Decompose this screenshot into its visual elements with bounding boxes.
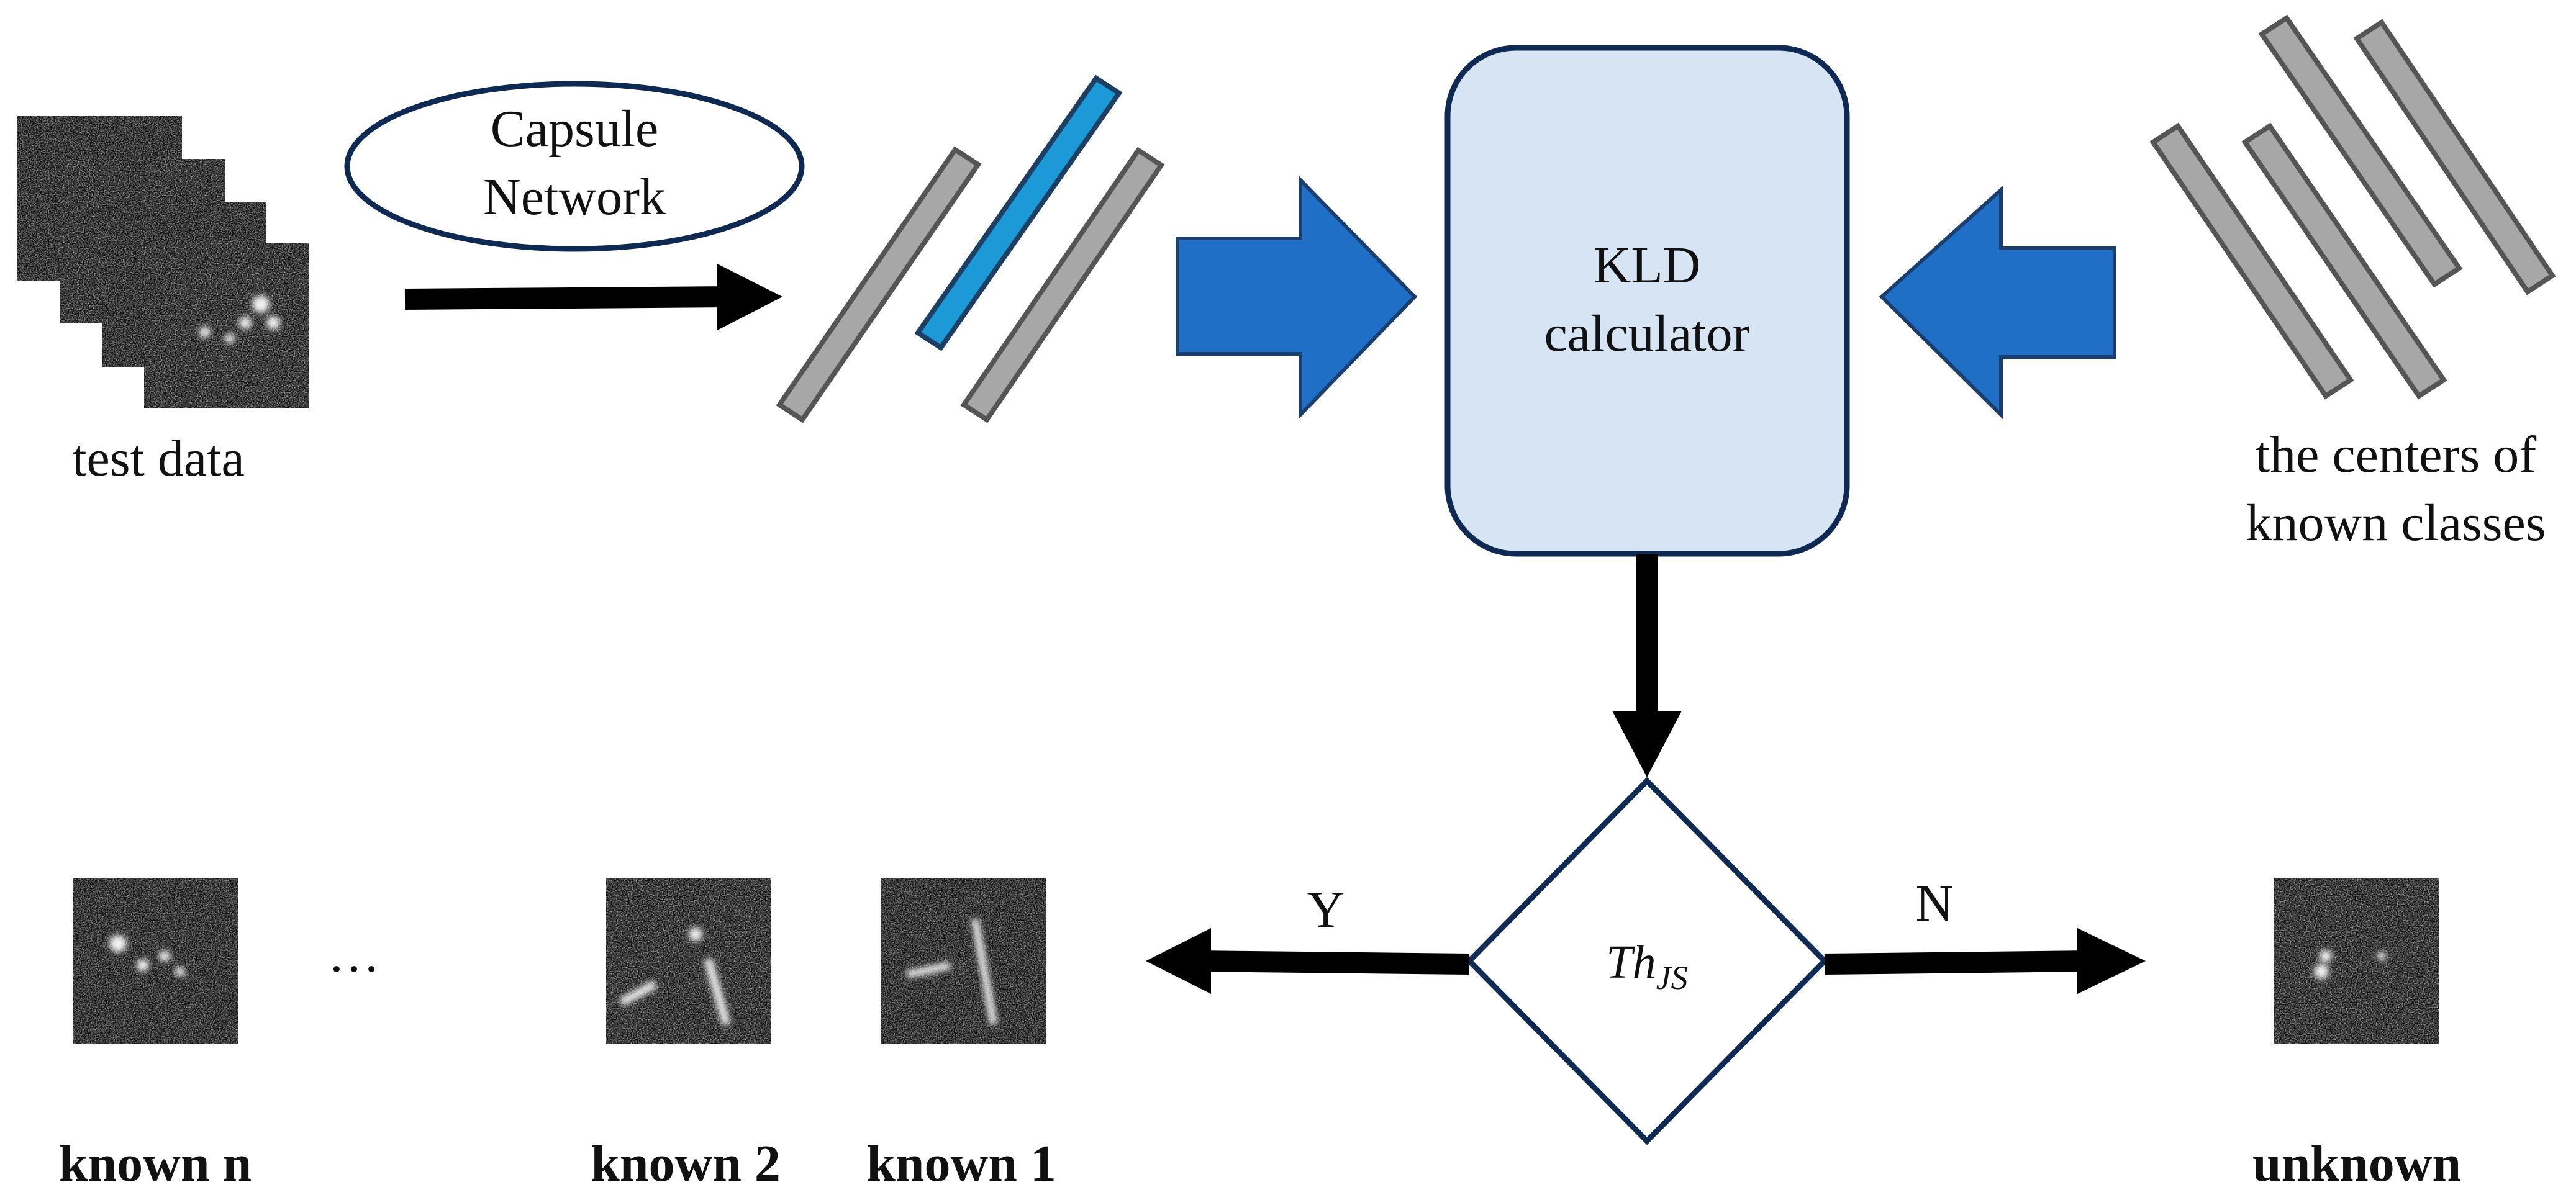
arrow-to-capsules [404, 264, 782, 330]
known-2-image [606, 878, 771, 1044]
class-center-bars [2149, 14, 2556, 400]
test-data-label: test data [72, 430, 245, 487]
threshold-diamond [1465, 777, 1829, 1145]
block-arrow-right [1176, 175, 1418, 420]
known-n-image [73, 878, 238, 1044]
kld-label-line1: KLD [1594, 237, 1701, 294]
center-bar-1 [2258, 14, 2463, 288]
capsule-bar-blue [914, 74, 1123, 351]
center-bar-3 [2149, 122, 2354, 400]
kld-calculator-box [1444, 45, 1850, 557]
yes-arrow [1146, 928, 1470, 994]
no-arrow [1824, 928, 2146, 994]
arrow-down-to-threshold [1612, 554, 1682, 777]
centers-label-line2: known classes [2246, 494, 2546, 552]
ellipsis: … [328, 926, 380, 983]
capsule-network-ellipse [344, 81, 805, 252]
yes-label: Y [1307, 881, 1345, 939]
output-label-unknown: unknown [2252, 1135, 2461, 1193]
centers-label-line1: the centers of [2256, 426, 2536, 484]
block-arrow-left [1879, 186, 2116, 420]
center-bar-4 [2241, 122, 2447, 400]
capsule-label-line1: Capsule [491, 100, 659, 158]
unknown-image [2274, 878, 2439, 1044]
output-label-known-n: known n [59, 1135, 252, 1193]
capsule-bar-gray-1 [776, 146, 982, 423]
capsule-output-bars [776, 74, 1165, 423]
sar-image-layer-4 [144, 243, 309, 408]
test-data-image-stack [17, 116, 309, 408]
kld-label-line2: calculator [1544, 305, 1749, 363]
threshold-sub: JS [1656, 959, 1688, 996]
capsule-label-line2: Network [483, 168, 666, 226]
output-label-known-1: known 1 [866, 1135, 1056, 1193]
output-label-known-2: known 2 [591, 1135, 781, 1193]
threshold-label: ThJS [1606, 936, 1687, 996]
known-1-image [881, 878, 1046, 1044]
capsule-bar-gray-2 [960, 147, 1165, 423]
no-label: N [1916, 875, 1954, 932]
center-bar-2 [2353, 19, 2556, 295]
threshold-main: Th [1606, 936, 1656, 988]
